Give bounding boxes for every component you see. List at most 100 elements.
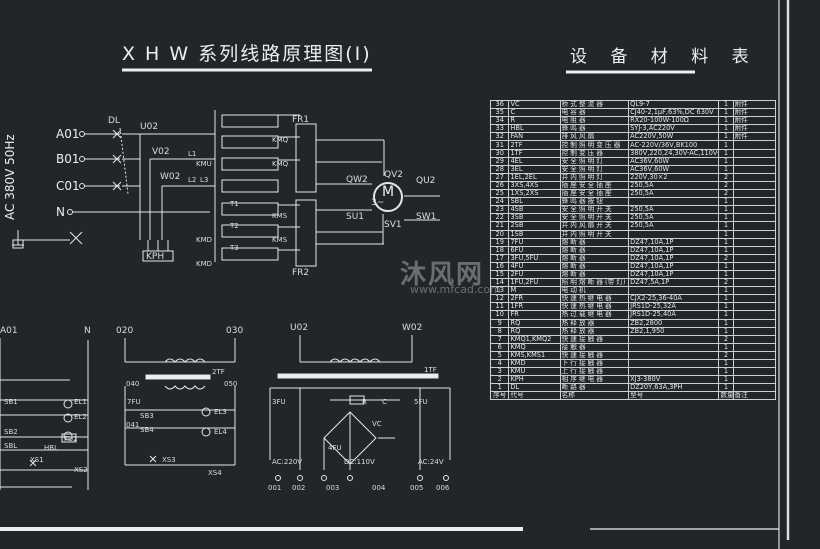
bom-cell-note: [732, 261, 777, 271]
ll-el1: EL1: [74, 398, 87, 406]
bom-cell-code: 2TF: [508, 140, 561, 150]
kmd2-label: KMD: [196, 260, 213, 268]
bom-cell-name: 热 释 放 器: [559, 318, 630, 328]
bom-cell-no: 2: [489, 375, 510, 385]
t3-label: T3: [230, 244, 239, 252]
bom-cell-no: 33: [489, 124, 510, 134]
sv1-label: SV1: [384, 220, 402, 230]
ll-sb2: SB2: [4, 428, 18, 436]
bom-cell-note: 附件: [732, 108, 777, 118]
bom-cell-spec: QL9-7: [628, 99, 720, 110]
kms1-label: KMS: [272, 212, 288, 220]
bom-cell-no: 30: [489, 148, 510, 158]
bom-cell-name: 井 内 风 扇 开 关: [559, 221, 630, 231]
bom-cell-spec: DZ47,10A,1P: [628, 261, 720, 271]
bom-cell-no: 5: [489, 350, 510, 361]
bom-cell-code: 1TF: [508, 148, 561, 158]
bom-cell-spec: JRS1D-25,40A: [628, 310, 720, 320]
bom-cell-note: [732, 278, 777, 288]
bom-cell-note: [732, 294, 777, 304]
bom-cell-code: 1FR: [508, 302, 561, 312]
motor-label: M: [382, 184, 395, 200]
bom-cell-name: 热 释 放 器: [559, 326, 630, 336]
bom-cell-no: 6: [489, 342, 510, 352]
lm-xs3: XS3: [162, 456, 176, 464]
bom-cell-spec: [628, 367, 720, 377]
bom-cell-qty: 1: [718, 164, 734, 174]
bom-cell-spec: [628, 286, 720, 296]
bom-cell-note: [732, 342, 777, 352]
bom-cell-no: 26: [489, 180, 510, 191]
bom-cell-code: KPH: [508, 375, 561, 385]
bom-cell-qty: 1: [718, 261, 734, 271]
bom-cell-no: 1: [489, 383, 510, 393]
bom-cell-qty: 1: [718, 375, 734, 385]
bom-cell-note: [732, 221, 777, 231]
bom-cell-no: 28: [489, 164, 510, 174]
bom-cell-name: 桥 式 整 流 器: [559, 99, 630, 110]
bom-cell-code: 1EL,2EL: [508, 172, 561, 182]
lm-el3: EL3: [214, 408, 227, 416]
bom-cell-code: 2SB: [508, 221, 561, 231]
bom-cell-spec: DZ20Y,63A,3PH: [628, 383, 720, 393]
bom-cell-spec: RX20-100W-100Ω: [628, 116, 720, 126]
bom-cell-note: 附件: [732, 116, 777, 126]
kph-label: KPH: [146, 252, 165, 262]
bom-cell-no: 12: [489, 294, 510, 304]
bom-cell-no: 17: [489, 253, 510, 263]
qw2-label: QW2: [346, 175, 368, 185]
lm-050: 050: [224, 380, 238, 388]
ll-n: N: [84, 326, 91, 336]
bom-cell-spec: [628, 229, 720, 239]
bom-cell-no: 23: [489, 205, 510, 215]
bom-cell-name: 下 行 接 触 器: [559, 358, 630, 369]
bom-cell-no: 21: [489, 221, 510, 231]
lr-vc: VC: [372, 420, 382, 428]
lm-2tf: 2TF: [212, 368, 225, 376]
phase-c01-label: C01: [56, 179, 80, 193]
bom-cell-no: 18: [489, 245, 510, 255]
bom-cell-no: 22: [489, 213, 510, 223]
bom-cell-note: [732, 350, 777, 361]
bom-cell-qty: 1: [718, 310, 734, 320]
bom-cell-no: 19: [489, 237, 510, 247]
lr-4fu: 4FU: [328, 444, 342, 452]
bom-cell-name: 接 触 器: [559, 342, 630, 352]
bom-cell-name: 相 序 继 电 器: [559, 375, 630, 385]
bom-header-no: 序号: [489, 391, 510, 401]
bom-cell-note: [732, 213, 777, 223]
bom-cell-code: 4FU: [508, 261, 561, 271]
bom-cell-spec: AC36V,60W: [628, 164, 720, 174]
bom-cell-note: [732, 189, 777, 199]
bom-cell-spec: 250,5A: [628, 213, 720, 223]
bom-cell-name: 熔 断 器: [559, 253, 630, 263]
bom-cell-name: 上 行 接 触 器: [559, 367, 630, 377]
bom-cell-qty: 2: [718, 180, 734, 191]
bom-cell-note: 附件: [732, 124, 777, 134]
bom-cell-code: 3XS,4XS: [508, 180, 561, 191]
bom-cell-spec: [628, 358, 720, 369]
l1-label: L1: [188, 150, 197, 158]
lr-5fu: 5FU: [414, 398, 428, 406]
bom-cell-name: 插 座 安 全 插 座: [559, 180, 630, 191]
bom-cell-no: 31: [489, 140, 510, 150]
lm-sb3: SB3: [140, 412, 154, 420]
bom-cell-name: 快 速 热 继 电 器: [559, 294, 630, 304]
bom-header-name: 名称: [559, 391, 630, 401]
bom-cell-spec: CJX2-25,36-40A: [628, 294, 720, 304]
bom-cell-note: [732, 286, 777, 296]
bom-cell-note: [732, 326, 777, 336]
bom-cell-code: M: [508, 286, 561, 296]
